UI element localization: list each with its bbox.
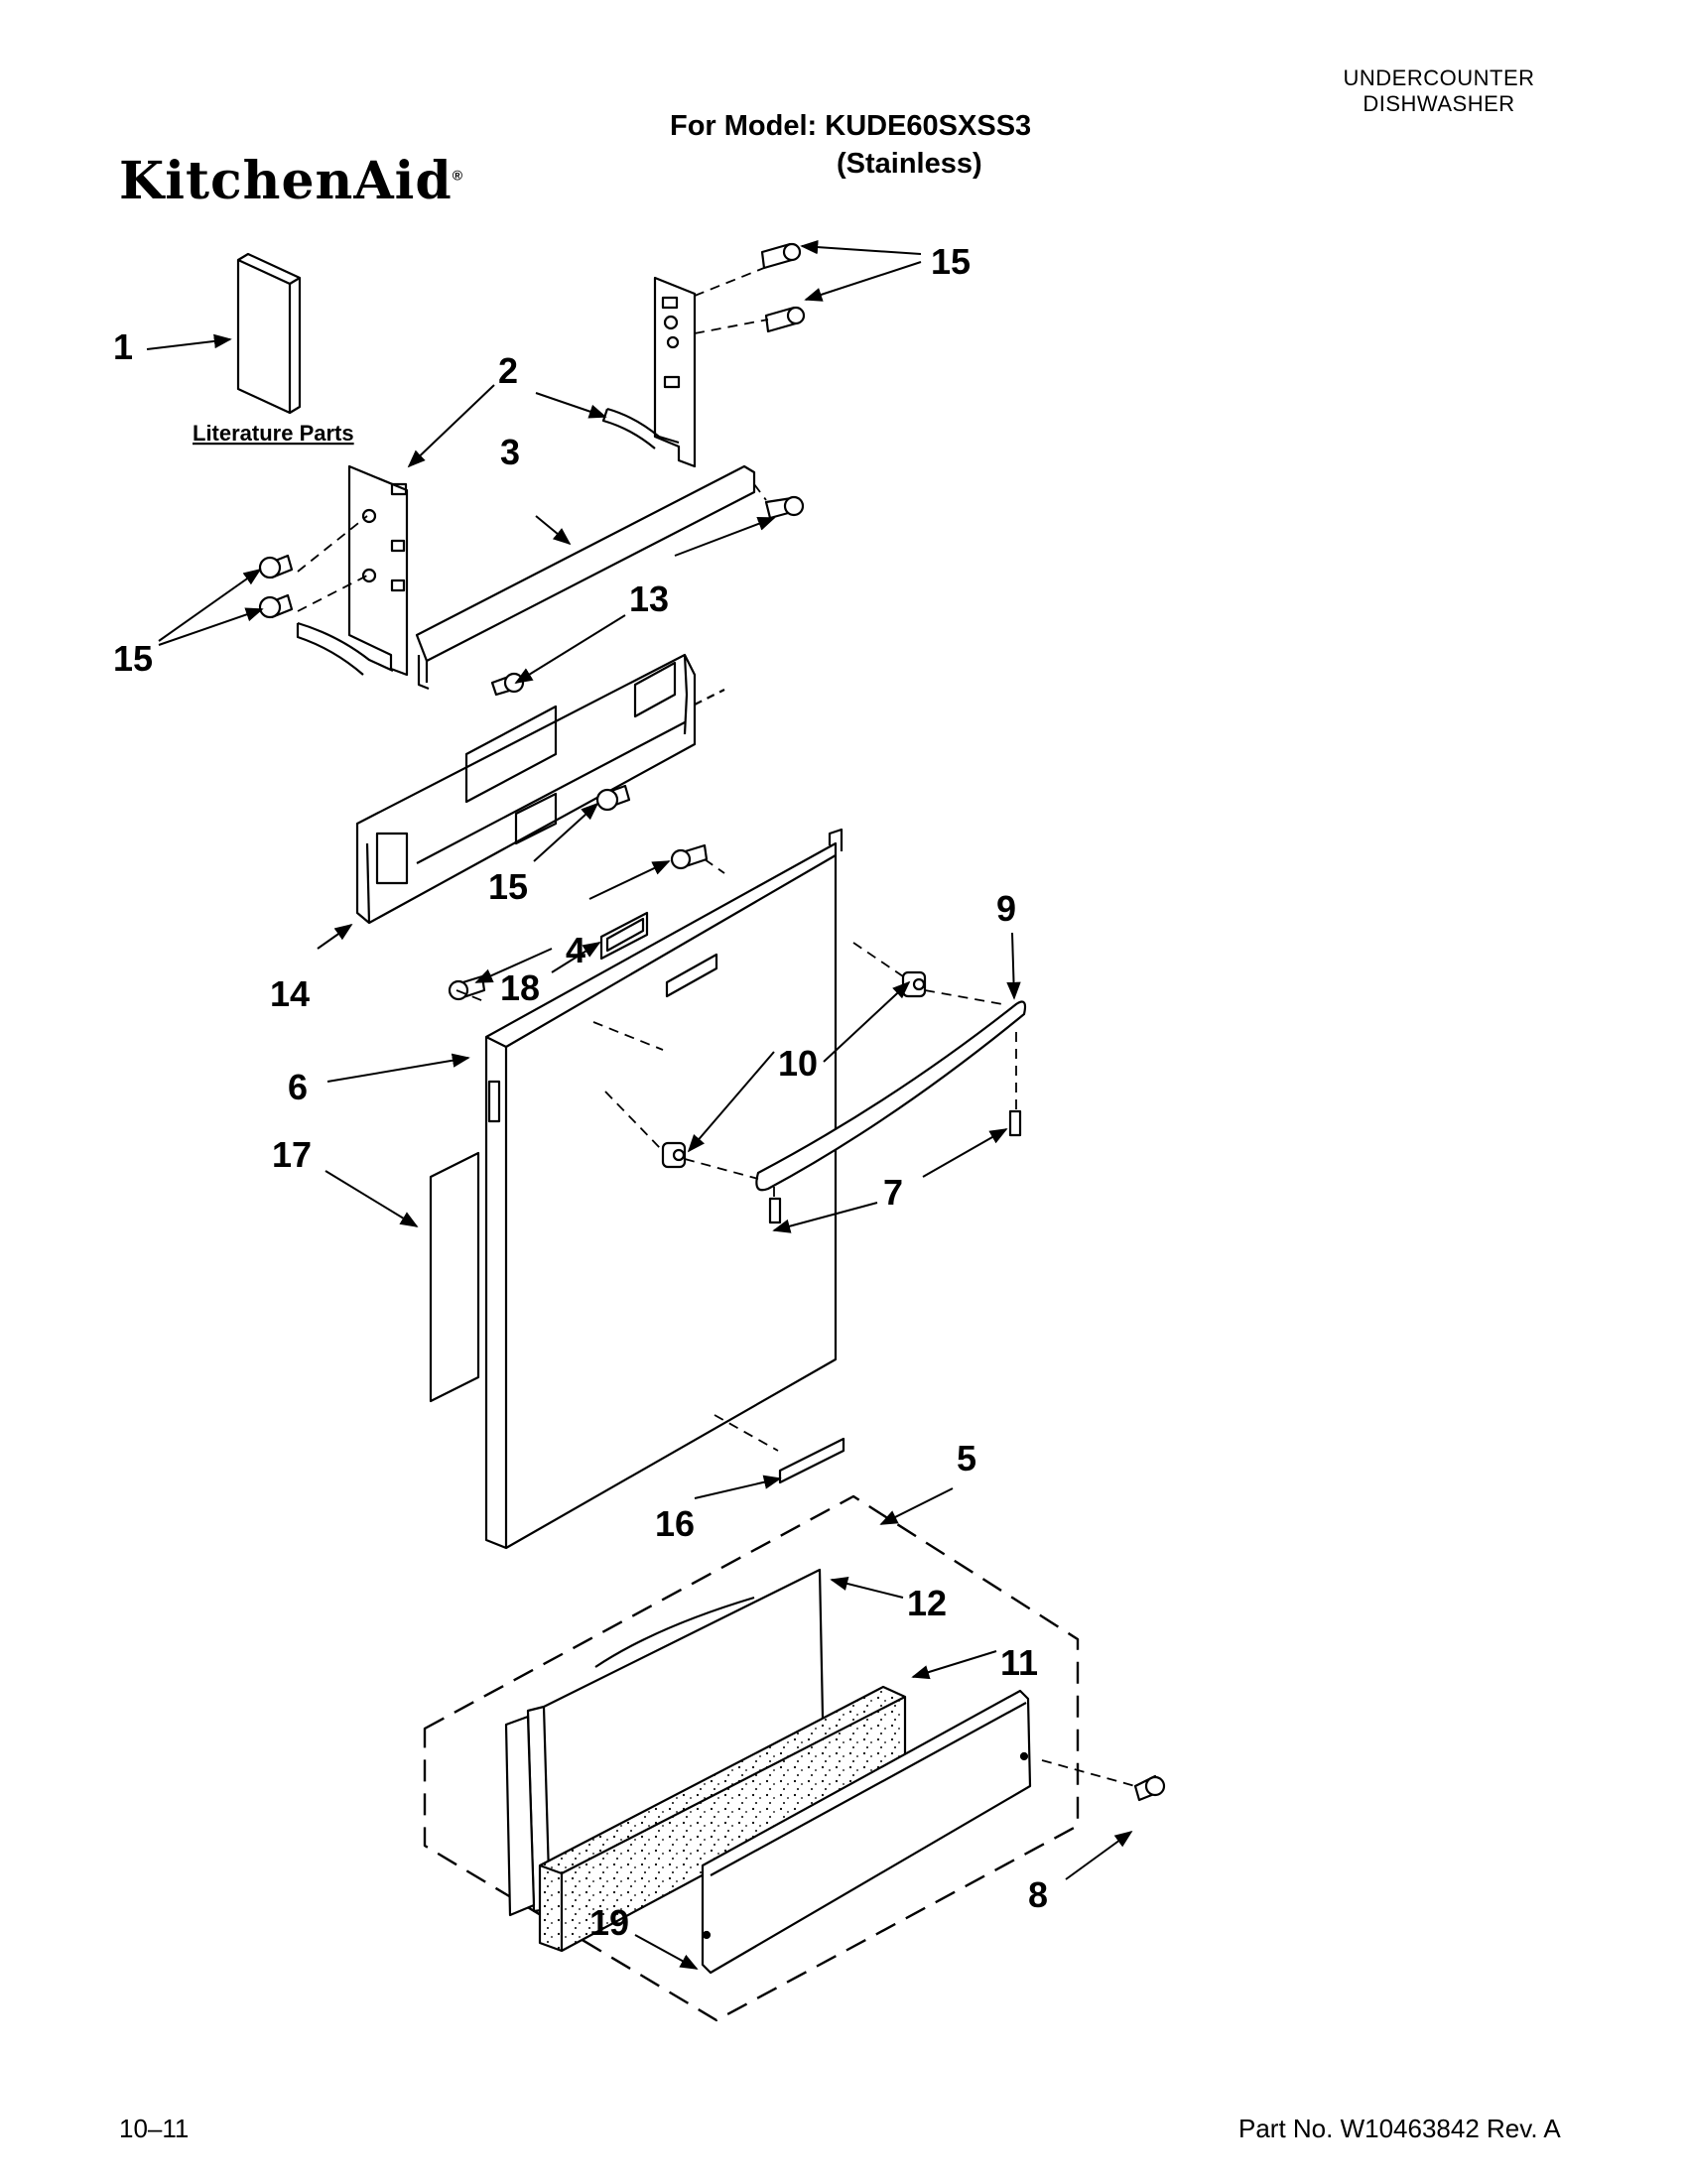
screw-8 [1133, 1774, 1166, 1802]
callout-18: 18 [500, 967, 540, 1008]
part-number: Part No. W10463842 Rev. A [1238, 2114, 1561, 2143]
callout-15-top: 15 [931, 241, 971, 282]
toe-kick-panel [701, 1689, 1032, 1975]
upper-rail-panel [415, 464, 756, 691]
mounting-bracket-left [296, 464, 409, 677]
mounting-bracket-right [601, 276, 697, 468]
handle-mount-left [661, 1141, 687, 1169]
literature-parts-book [236, 252, 302, 415]
callout-16: 16 [655, 1503, 695, 1544]
callout-8: 8 [1028, 1874, 1048, 1915]
brand-logo: KitchenAid® [119, 151, 463, 211]
appliance-type-line1: UNDERCOUNTER [1343, 65, 1535, 90]
registered-mark: ® [452, 167, 464, 184]
control-badge [599, 911, 649, 961]
callout-5: 5 [957, 1438, 976, 1478]
callout-numbers: 1 2 3 4 5 6 7 8 9 10 11 12 13 14 15 15 1… [113, 241, 1048, 1943]
callout-7: 7 [883, 1172, 903, 1213]
callout-6: 6 [288, 1067, 308, 1107]
screw-13-right [764, 495, 805, 520]
model-variant: (Stainless) [837, 148, 982, 180]
model-info: For Model: KUDE60SXSS3 (Stainless) [670, 107, 1031, 183]
callout-15-center: 15 [488, 866, 528, 907]
brand-name: KitchenAid [119, 151, 453, 211]
nameplate-badge [778, 1437, 845, 1484]
screw-15-top-2 [764, 306, 806, 333]
callout-19: 19 [589, 1902, 629, 1943]
screw-15-center [595, 784, 631, 812]
model-line: For Model: KUDE60SXSS3 [670, 110, 1032, 142]
insulation-sheet [429, 1151, 480, 1403]
screw-13-left [490, 672, 525, 697]
kit-outline-dashed [423, 1494, 1080, 2022]
leader-arrows [146, 239, 1133, 1970]
literature-parts-label: Literature Parts [193, 421, 354, 446]
set-screw-left [768, 1197, 782, 1224]
callout-12: 12 [907, 1583, 947, 1623]
callout-10: 10 [778, 1043, 818, 1084]
callout-4: 4 [566, 930, 585, 970]
callout-3: 3 [500, 432, 520, 472]
callout-9: 9 [996, 888, 1016, 929]
callout-2: 2 [498, 350, 518, 391]
callout-15-left: 15 [113, 638, 153, 679]
inner-panel [504, 1568, 826, 1917]
door-handle [755, 1000, 1027, 1192]
appliance-type: UNDERCOUNTER DISHWASHER [1290, 65, 1588, 117]
screw-15-left-2 [258, 593, 294, 619]
control-panel-assembly [355, 653, 725, 925]
callout-17: 17 [272, 1134, 312, 1175]
set-screw-right [1008, 1109, 1022, 1137]
appliance-type-line2: DISHWASHER [1363, 91, 1515, 116]
screw-15-top-1 [760, 242, 802, 270]
outer-door-panel [484, 828, 844, 1550]
screw-15-left-1 [258, 554, 294, 579]
screw-18 [448, 974, 486, 1001]
assembly-lines [297, 267, 1136, 1787]
callout-11: 11 [1000, 1642, 1038, 1683]
screw-4 [670, 843, 709, 870]
callout-14: 14 [270, 973, 310, 1014]
callout-1: 1 [113, 326, 133, 367]
callout-13: 13 [629, 578, 669, 619]
date-code: 10–11 [119, 2114, 190, 2143]
